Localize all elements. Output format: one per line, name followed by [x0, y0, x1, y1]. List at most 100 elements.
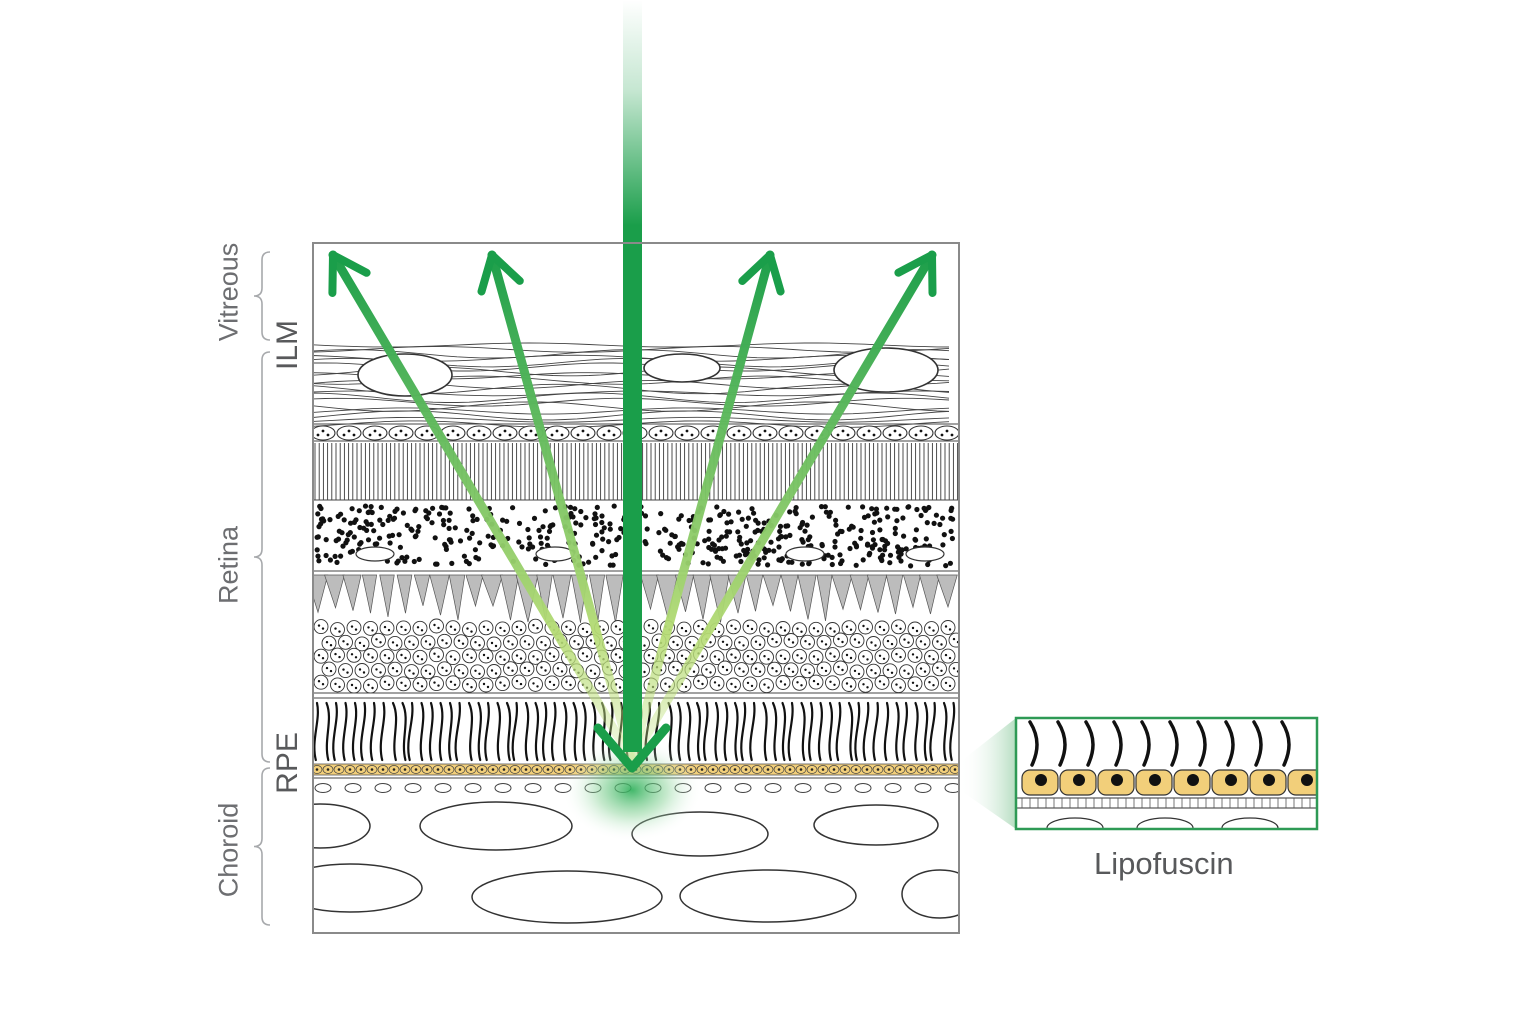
nucleus-dot: [669, 532, 674, 537]
choriocapillaris: [315, 784, 331, 793]
cell-dot: [924, 643, 926, 645]
cell-dot: [734, 628, 736, 630]
cone-pedicle: [763, 575, 781, 606]
cell-dot: [722, 666, 724, 668]
nucleus-dot: [838, 529, 843, 534]
photoreceptor-nucleus: [883, 635, 897, 649]
cell-dot: [755, 668, 757, 670]
cell-dot: [392, 667, 394, 669]
nucleus-dot: [470, 513, 475, 518]
rpe-nucleus: [943, 768, 946, 771]
photoreceptor-nucleus: [751, 636, 765, 650]
cell-dot: [891, 643, 893, 645]
photoreceptor-nucleus: [438, 662, 452, 676]
photoreceptor-segment: [855, 703, 859, 760]
nucleus-dot: [865, 543, 870, 548]
cell-dot: [854, 638, 856, 640]
nucleus-dot: [668, 541, 673, 546]
nucleus-dot: [776, 544, 781, 549]
photoreceptor-nucleus: [380, 621, 394, 635]
photoreceptor-nucleus: [826, 648, 840, 662]
rpe-nucleus: [459, 768, 462, 771]
nucleus-dot: [854, 563, 859, 568]
nucleus-dot: [877, 527, 882, 532]
nucleus-dot: [827, 514, 832, 519]
choriocapillaris: [405, 784, 421, 793]
cell-dot: [369, 434, 372, 437]
nucleus-dot: [706, 561, 711, 566]
cell-dot: [866, 686, 868, 688]
cell-dot: [499, 627, 501, 629]
cell-dot: [516, 680, 518, 682]
cell-dot: [842, 430, 845, 433]
cell-dot: [437, 656, 439, 658]
nucleus-dot: [932, 521, 937, 526]
cell-dot: [833, 655, 835, 657]
photoreceptor-nucleus: [809, 675, 823, 689]
cell-dot: [338, 656, 340, 658]
cell-dot: [351, 653, 353, 655]
cell-dot: [544, 669, 546, 671]
choroidal-vessel: [680, 870, 856, 922]
nucleus-dot: [371, 528, 376, 533]
nucleus-dot: [943, 563, 948, 568]
nucleus-dot: [746, 516, 751, 521]
cell-dot: [915, 434, 918, 437]
cell-dot: [499, 656, 501, 658]
cell-dot: [759, 434, 762, 437]
nucleus-dot: [316, 558, 321, 563]
cell-dot: [916, 685, 918, 687]
cell-dot: [899, 656, 901, 658]
nucleus-dot: [466, 506, 471, 511]
nucleus-dot: [538, 534, 543, 539]
nucleus-dot: [717, 513, 722, 518]
nucleus-dot: [592, 511, 597, 516]
nucleus-dot: [765, 562, 770, 567]
choriocapillaris: [525, 784, 541, 793]
nucleus-dot: [525, 527, 530, 532]
nucleus-dot: [859, 528, 864, 533]
photoreceptor-nucleus: [438, 634, 452, 648]
nucleus-dot: [334, 538, 339, 543]
cell-dot: [454, 684, 456, 686]
photoreceptor-nucleus: [859, 678, 873, 692]
nucleus-dot: [869, 506, 874, 511]
cell-dot: [837, 666, 839, 668]
photoreceptor-segment: [688, 703, 691, 760]
nucleus-dot: [756, 521, 761, 526]
nucleus-dot: [336, 514, 341, 519]
photoreceptor-segment: [764, 703, 767, 760]
cell-dot: [769, 434, 772, 437]
cell-dot: [784, 683, 786, 685]
cell-dot: [483, 654, 485, 656]
nucleus-dot: [595, 505, 600, 510]
photoreceptor-segment: [456, 703, 460, 760]
nucleus-dot: [578, 522, 583, 527]
cell-dot: [924, 670, 926, 672]
photoreceptor-segment: [715, 703, 717, 760]
nucleus-dot: [368, 509, 373, 514]
cell-dot: [932, 658, 934, 660]
nucleus-dot: [778, 524, 783, 529]
cone-pedicle: [817, 575, 832, 621]
photoreceptor-nucleus: [504, 662, 518, 676]
photoreceptor-nucleus: [900, 634, 914, 648]
nucleus-dot: [819, 542, 824, 547]
cell-dot: [544, 644, 546, 646]
nucleus-dot: [392, 509, 397, 514]
photoreceptor-nucleus: [669, 636, 683, 650]
nucleus-dot: [594, 533, 599, 538]
cell-dot: [615, 653, 617, 655]
cell-dot: [330, 670, 332, 672]
cell-dot: [396, 644, 398, 646]
nucleus-dot: [934, 513, 939, 518]
photoreceptor-nucleus: [875, 621, 889, 635]
cell-dot: [648, 624, 650, 626]
nucleus-dot: [417, 557, 422, 562]
nucleus-dot: [763, 550, 768, 555]
nucleus-dot: [679, 542, 684, 547]
cell-dot: [400, 654, 402, 656]
photoreceptor-nucleus: [322, 636, 336, 650]
rpe-nucleus: [404, 768, 407, 771]
cell-dot: [511, 670, 513, 672]
